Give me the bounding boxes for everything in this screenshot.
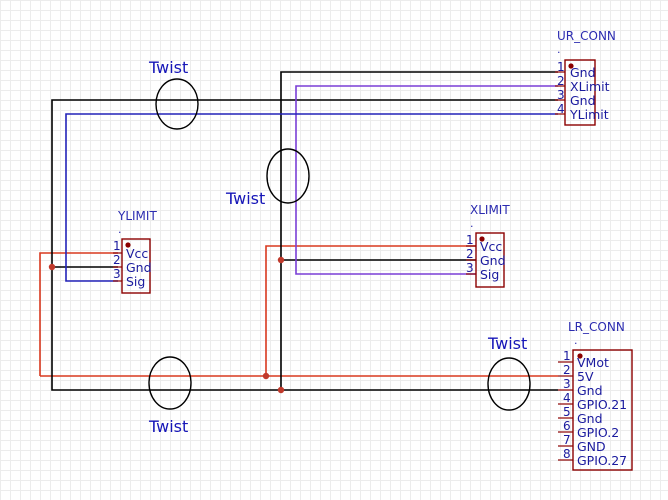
- ylimit-dot: .: [118, 223, 122, 236]
- pin-name: Gnd: [480, 253, 506, 268]
- twist-marker-middle: [266, 148, 310, 204]
- pin-name: VMot: [577, 355, 609, 370]
- twist-marker-top: [155, 78, 199, 130]
- pin-number: 1: [466, 233, 474, 247]
- connector-ur-conn[interactable]: UR_CONN . 1 2 3 4 Gnd XLimit Gnd YLimit: [555, 29, 616, 126]
- pin-name: Gnd: [126, 260, 152, 275]
- pin-name: Vcc: [126, 246, 148, 261]
- junction-dot: [277, 386, 285, 394]
- pin-name: YLimit: [569, 107, 609, 122]
- gnd-wire-trunk: [280, 71, 558, 390]
- pin-name: Gnd: [570, 65, 596, 80]
- junction-dot: [48, 263, 56, 271]
- twist-marker-right: [487, 357, 531, 411]
- pin-name: GPIO.2: [577, 425, 619, 440]
- pin-number: 8: [563, 447, 571, 461]
- junctions: [48, 256, 285, 394]
- junction-dot: [262, 372, 270, 380]
- xlimit-dot: .: [470, 217, 474, 230]
- pin-number: 7: [563, 433, 571, 447]
- pin1-marker: [568, 63, 574, 69]
- pin-number: 1: [563, 349, 571, 363]
- pin-name: GPIO.27: [577, 453, 627, 468]
- pin1-marker: [125, 242, 131, 248]
- vcc-wire-xlimit: [265, 245, 476, 376]
- vcc-net: [39, 245, 558, 377]
- pin-name: GPIO.21: [577, 397, 627, 412]
- pin-number: 1: [557, 60, 565, 74]
- twist-label-right: Twist: [487, 334, 527, 353]
- lr-conn-body: [572, 349, 633, 471]
- connector-ylimit[interactable]: YLIMIT . 1 2 3 Vcc Gnd Sig: [113, 209, 157, 294]
- twist-label-bottom: Twist: [148, 417, 188, 436]
- ylimit-signal-wire: [65, 113, 558, 282]
- twist-marker-bottom: [148, 356, 192, 410]
- xlimit-ref: XLIMIT: [470, 203, 510, 217]
- gnd-wire-ur-pin3-loop: [51, 99, 558, 391]
- pin-number: 2: [113, 253, 121, 267]
- pin-number: 4: [557, 102, 565, 116]
- pin-number: 4: [563, 391, 571, 405]
- pin-number: 3: [563, 377, 571, 391]
- pin-number: 5: [563, 405, 571, 419]
- pin-name: 5V: [577, 369, 594, 384]
- ur-conn-dot: .: [557, 43, 561, 56]
- pin-number: 3: [557, 88, 565, 102]
- pin-name: Sig: [126, 274, 145, 289]
- junction-dot: [277, 256, 285, 264]
- pin-number: 6: [563, 419, 571, 433]
- lr-conn-dot: .: [574, 334, 578, 347]
- ylimit-body: [121, 238, 151, 294]
- pin-number: 1: [113, 239, 121, 253]
- twist-label-top: Twist: [148, 58, 188, 77]
- pin-name: Gnd: [577, 383, 603, 398]
- pin-name: XLimit: [570, 79, 610, 94]
- pin-name: Vcc: [480, 239, 502, 254]
- ylimit-ref: YLIMIT: [117, 209, 157, 223]
- gnd-net: [51, 71, 558, 391]
- pin1-marker: [479, 236, 485, 242]
- connector-xlimit[interactable]: XLIMIT . 1 2 3 Vcc Gnd Sig: [466, 203, 510, 288]
- pin1-marker: [577, 353, 583, 359]
- pin-name: Gnd: [570, 93, 596, 108]
- pin-name: GND: [577, 439, 606, 454]
- xlimit-signal-wire: [295, 85, 558, 275]
- pin-number: 2: [557, 74, 565, 88]
- ur-conn-body: [564, 59, 596, 126]
- lr-conn-ref: LR_CONN: [568, 320, 625, 334]
- twist-label-middle: Twist: [225, 189, 265, 208]
- pin-name: Gnd: [577, 411, 603, 426]
- pin-name: Sig: [480, 267, 499, 282]
- pin-number: 3: [113, 267, 121, 281]
- pin-number: 3: [466, 261, 474, 275]
- connector-lr-conn[interactable]: LR_CONN . 1 2 3 4 5 6 7 8 VMot 5V Gnd GP…: [558, 320, 633, 471]
- pin-number: 2: [563, 363, 571, 377]
- ur-conn-ref: UR_CONN: [557, 29, 616, 43]
- pin-number: 2: [466, 247, 474, 261]
- vcc-wire-ylimit: [39, 252, 118, 376]
